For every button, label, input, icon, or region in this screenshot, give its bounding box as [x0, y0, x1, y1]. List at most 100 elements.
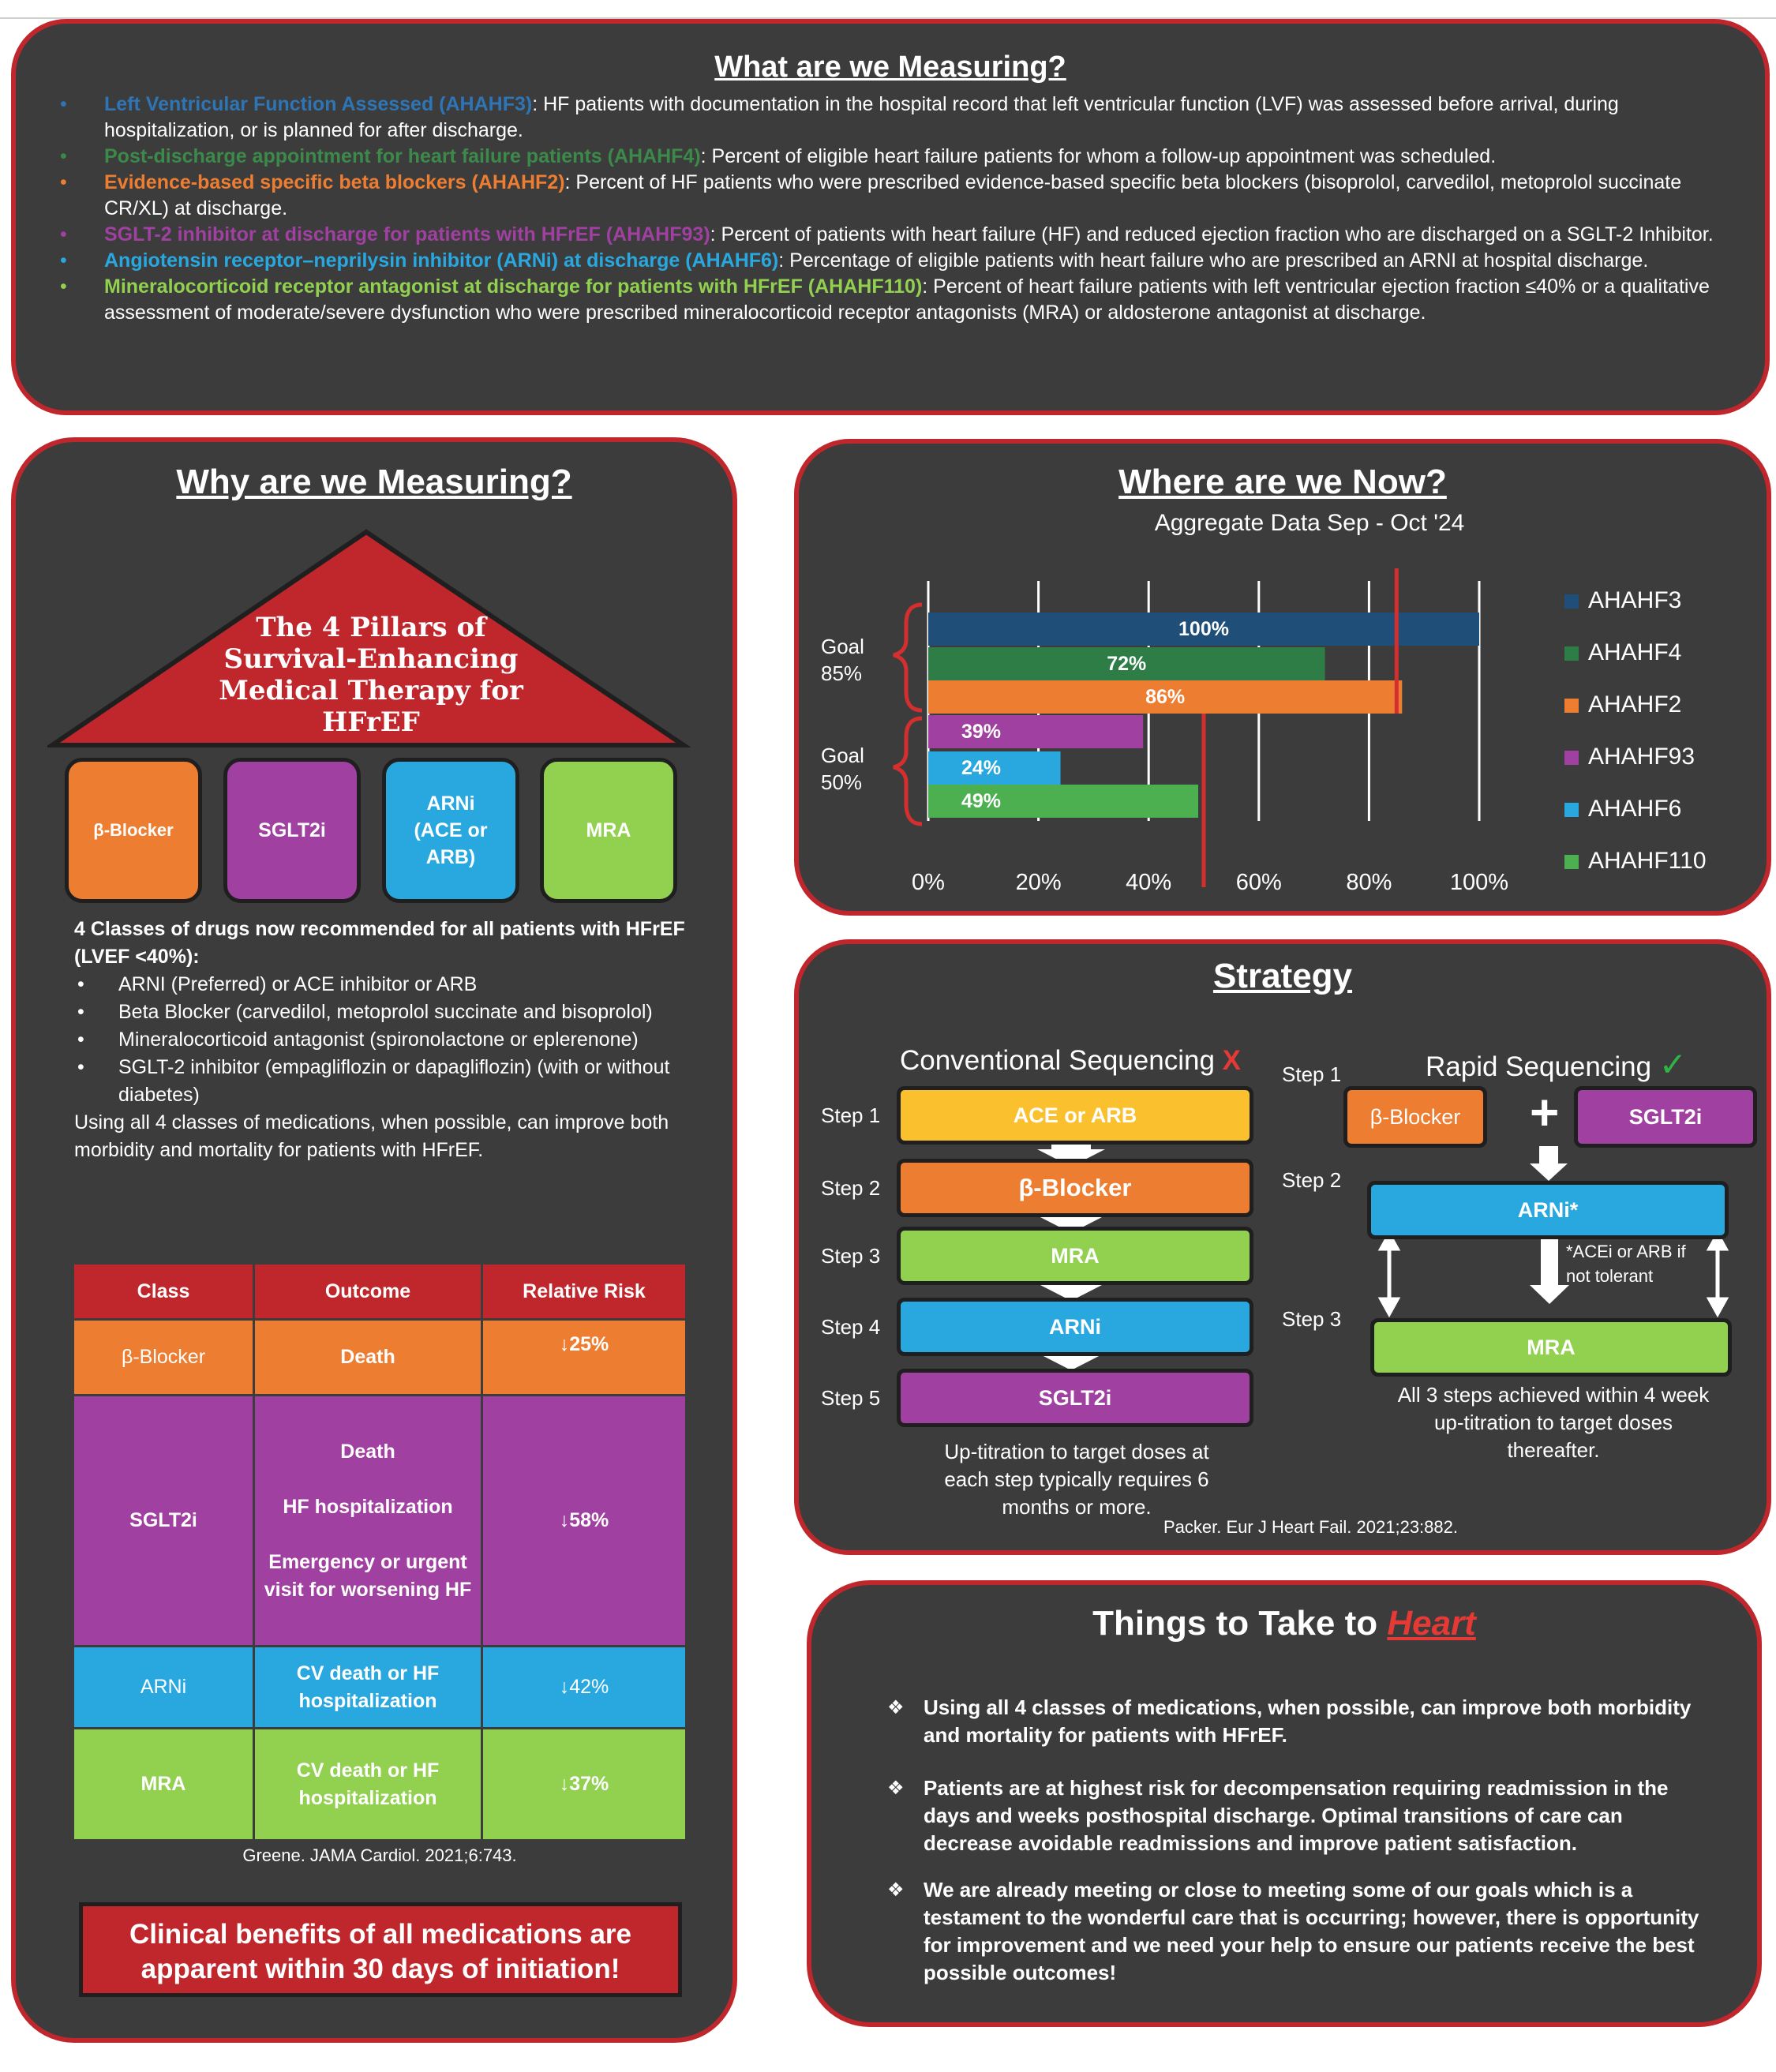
conventional-note: Up-titration to target doses at each ste…	[944, 1440, 1209, 1519]
table-cell: Death	[253, 1319, 483, 1396]
measure-list: •Left Ventricular Function Assessed (AHA…	[60, 92, 1718, 326]
bar-value-label: 100%	[1178, 618, 1229, 640]
rapid-note: All 3 steps achieved within 4 week up-ti…	[1397, 1383, 1710, 1462]
pillar-sglt2i: SGLT2i	[223, 758, 361, 903]
pillar-mra: MRA	[540, 758, 677, 903]
legend-item: AHAHF6	[1564, 796, 1681, 822]
table-cell: CV death or HF hospitalization	[253, 1728, 483, 1841]
rapid-step3-label: Step 3	[1282, 1307, 1342, 1331]
why-outro: Using all 4 classes of medications, when…	[74, 1111, 669, 1161]
conv-step-label: Step 5	[821, 1386, 881, 1410]
rapid-step1-label: Step 1	[1282, 1062, 1342, 1086]
pillars-roof	[47, 529, 691, 747]
table-cell: ↓42%	[559, 1676, 609, 1698]
plus-icon: +	[1530, 1084, 1560, 1141]
strategy-citation: Packer. Eur J Heart Fail. 2021;23:882.	[1163, 1517, 1458, 1537]
table-header-row: Class Outcome Relative Risk	[74, 1265, 685, 1320]
why-citation: Greene. JAMA Cardiol. 2021;6:743.	[242, 1845, 517, 1865]
bar-ahahf110	[928, 785, 1199, 818]
table-cell: ↓58%	[559, 1509, 609, 1531]
measuring-panel: What are we Measuring? •Left Ventricular…	[11, 19, 1770, 415]
relative-risk-table: Class Outcome Relative Risk β-Blocker De…	[74, 1265, 685, 1842]
table-cell: Death HF hospitalization Emergency or ur…	[253, 1395, 483, 1647]
x-tick-label: 100%	[1449, 870, 1509, 895]
list-item: ❖Using all 4 classes of medications, whe…	[887, 1695, 1692, 1747]
conv-step-box: ARNi	[897, 1298, 1253, 1356]
conv-step-box: MRA	[897, 1227, 1253, 1285]
rapid-arni-box: ARNi*	[1367, 1181, 1729, 1239]
measure-item: •Post-discharge appointment for heart fa…	[60, 145, 1497, 167]
bar-value-label: 24%	[961, 757, 1002, 779]
x-tick-label: 20%	[1015, 870, 1062, 895]
bar-value-label: 39%	[961, 721, 1002, 743]
list-item: •ARNI (Preferred) or ACE inhibitor or AR…	[77, 973, 478, 995]
bar-value-label: 86%	[1145, 686, 1186, 708]
takeaways-list: ❖Using all 4 classes of medications, whe…	[870, 1694, 1714, 2006]
where-title: Where are we Now?	[1118, 463, 1447, 501]
goal-label-50: Goal 50%	[821, 744, 864, 794]
conv-step-box: β-Blocker	[897, 1159, 1253, 1217]
why-intro: 4 Classes of drugs now recommended for a…	[74, 918, 685, 968]
takeaways-panel: Things to Take to Heart ❖Using all 4 cla…	[807, 1580, 1762, 2027]
list-item: •SGLT-2 inhibitor (empagliflozin or dapa…	[77, 1056, 670, 1106]
table-row: β-Blocker Death ↓25%	[74, 1319, 685, 1396]
bar-ahahf3	[928, 613, 1479, 646]
why-text: 4 Classes of drugs now recommended for a…	[74, 916, 698, 1164]
table-header: Relative Risk	[481, 1265, 685, 1320]
table-cell: β-Blocker	[74, 1319, 255, 1396]
goal-label-85: Goal 85%	[821, 635, 864, 685]
rapid-mra-box: MRA	[1370, 1318, 1732, 1377]
goal-lines	[1201, 568, 1399, 887]
table-row: SGLT2i Death HF hospitalization Emergenc…	[74, 1395, 685, 1647]
bar-ahahf6	[928, 751, 1061, 785]
measure-item: •SGLT-2 inhibitor at discharge for patie…	[60, 223, 1714, 245]
x-tick-label: 40%	[1126, 870, 1172, 895]
table-cell: SGLT2i	[74, 1395, 255, 1647]
rapid-title: Rapid Sequencing ✓	[1426, 1046, 1687, 1083]
rapid-sglt2i-box: SGLT2i	[1574, 1086, 1757, 1148]
legend-item: AHAHF93	[1564, 744, 1695, 770]
table-row: MRA CV death or HF hospitalization ↓37%	[74, 1728, 685, 1841]
conv-step-label: Step 1	[821, 1103, 881, 1127]
measure-item: •Evidence-based specific beta blockers (…	[60, 171, 1682, 219]
x-tick-label: 80%	[1346, 870, 1392, 895]
top-rule	[0, 17, 1776, 19]
arni-note: *ACEi or ARB if not tolerant	[1566, 1242, 1686, 1286]
rapid-arrows	[1377, 1146, 1729, 1318]
measure-item: •Angiotensin receptor–neprilysin inhibit…	[60, 249, 1649, 272]
conv-step-box: SGLT2i	[897, 1369, 1253, 1427]
list-item: ❖We are already meeting or close to meet…	[887, 1878, 1699, 1984]
list-item: •Beta Blocker (carvedilol, metoprolol su…	[77, 1001, 653, 1023]
goal-brackets	[893, 602, 923, 826]
takeaways-title: Things to Take to Heart	[1092, 1604, 1476, 1643]
conv-step-label: Step 2	[821, 1176, 881, 1200]
x-mark-icon: X	[1222, 1045, 1242, 1076]
table-cell: ↓25%	[559, 1333, 609, 1355]
measure-item: •Left Ventricular Function Assessed (AHA…	[60, 93, 1619, 141]
legend-item: AHAHF110	[1564, 848, 1707, 875]
chart-title: Aggregate Data Sep - Oct '24	[1154, 510, 1465, 536]
legend-item: AHAHF2	[1564, 691, 1681, 718]
table-header: Outcome	[253, 1265, 483, 1320]
rapid-beta-blocker-box: β-Blocker	[1343, 1086, 1487, 1148]
conv-step-label: Step 3	[821, 1244, 881, 1268]
chart-bars	[928, 613, 1479, 818]
conv-step-box: ACE or ARB	[897, 1086, 1253, 1145]
conv-step-label: Step 4	[821, 1315, 881, 1339]
pillar-arni: ARNi (ACE or ARB)	[382, 758, 519, 903]
legend-item: AHAHF4	[1564, 639, 1681, 666]
roof-text: The 4 Pillars of Survival-Enhancing Medi…	[219, 612, 523, 738]
table-cell: ARNi	[74, 1646, 255, 1729]
bar-ahahf2	[928, 680, 1403, 714]
table-cell: CV death or HF hospitalization	[253, 1646, 483, 1729]
list-item: •Mineralocorticoid antagonist (spironola…	[77, 1029, 639, 1051]
table-cell: ↓37%	[559, 1773, 609, 1795]
why-title: Why are we Measuring?	[176, 463, 572, 501]
list-item: ❖Patients are at highest risk for decomp…	[887, 1776, 1669, 1855]
drug-class-list: •ARNI (Preferred) or ACE inhibitor or AR…	[74, 971, 698, 1109]
table-row: ARNi CV death or HF hospitalization ↓42%	[74, 1646, 685, 1729]
legend-item: AHAHF3	[1564, 587, 1681, 614]
aggregate-bar-chart	[893, 568, 1481, 887]
table-cell: MRA	[74, 1728, 255, 1841]
rapid-step2-label: Step 2	[1282, 1168, 1342, 1192]
